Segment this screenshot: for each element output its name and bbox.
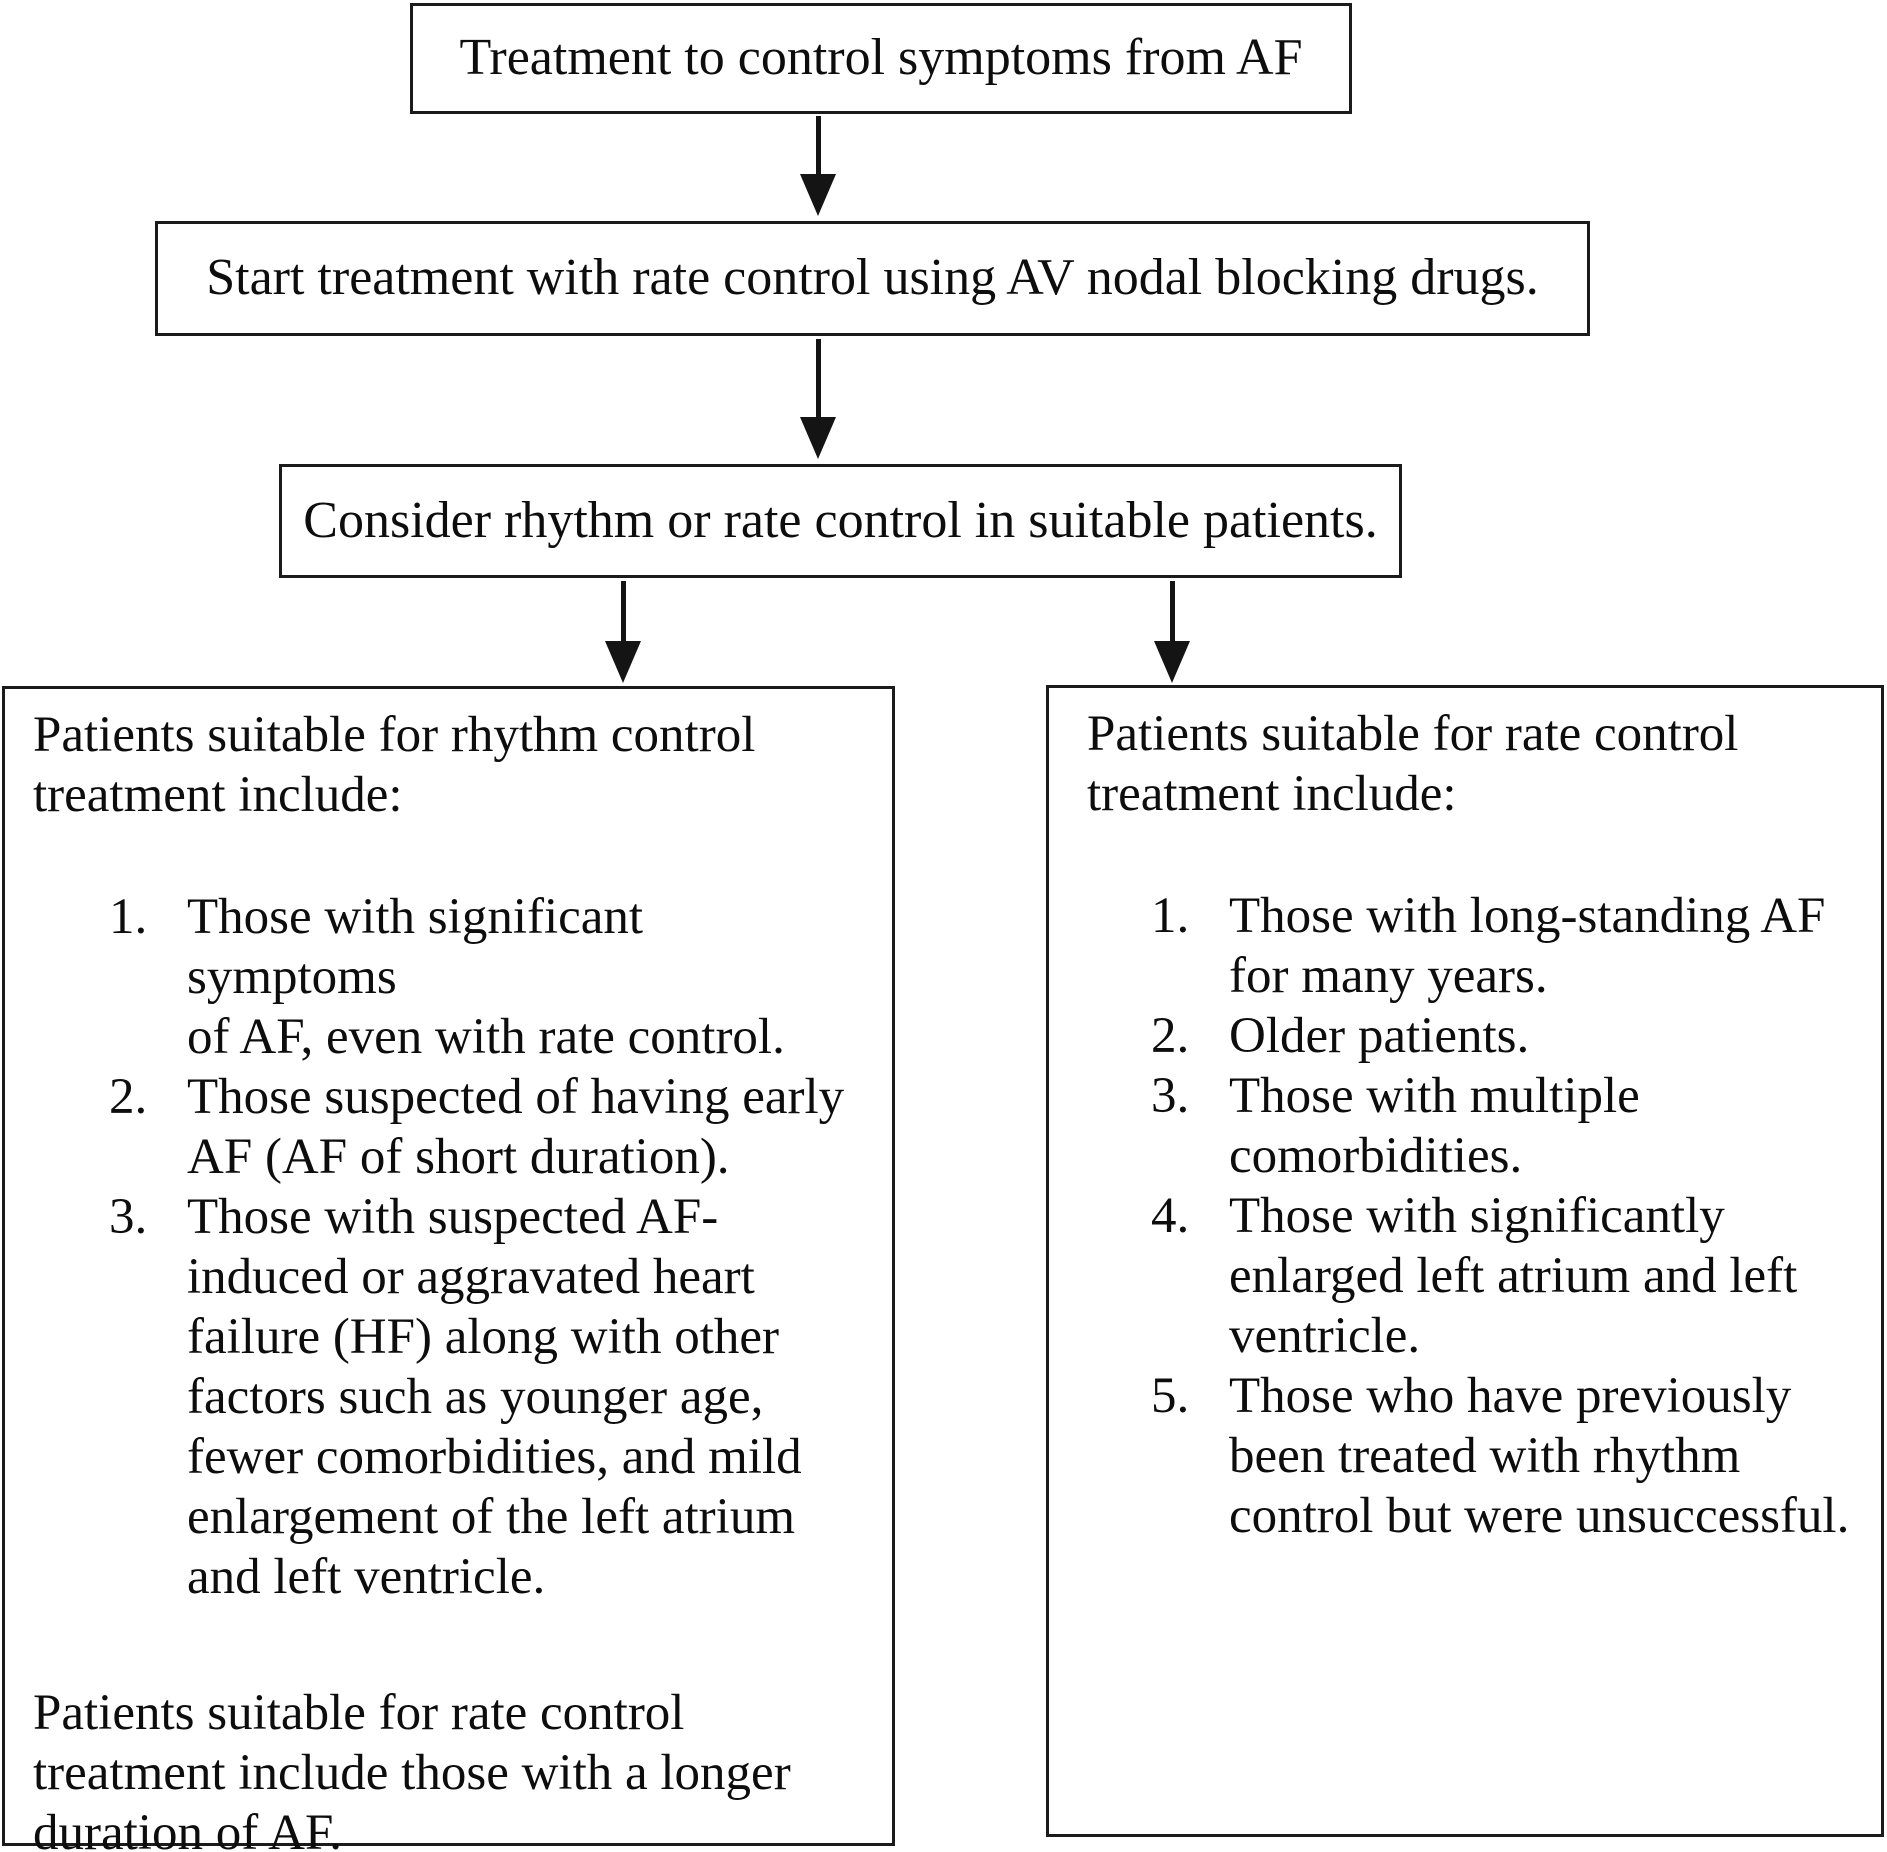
list-item-text: Those with suspected AF- induced or aggr…: [187, 1189, 802, 1605]
rhythm-control-box-heading: Patients suitable for rhythm control tre…: [33, 707, 756, 823]
arrow-down-icon: [800, 116, 836, 216]
list-item-number: 1.: [109, 889, 148, 945]
list-item: 3. Those with multiple comorbidities.: [1151, 1066, 1861, 1186]
arrow-shaft: [815, 339, 821, 417]
list-item: 1. Those with long-standing AF for many …: [1151, 886, 1861, 1006]
list-item-number: 3.: [1151, 1068, 1190, 1124]
list-item-number: 3.: [109, 1189, 148, 1245]
arrow-shaft: [620, 581, 626, 641]
rate-control-patients-box: Patients suitable for rate control treat…: [1046, 685, 1884, 1837]
list-item: 2. Those suspected of having early AF (A…: [109, 1067, 872, 1187]
arrow-shaft: [1169, 581, 1175, 641]
flow-step-consider-rhythm-or-rate: Consider rhythm or rate control in suita…: [279, 464, 1402, 578]
arrow-down-icon: [800, 339, 836, 459]
rhythm-control-patients-box: Patients suitable for rhythm control tre…: [2, 686, 895, 1852]
list-item-text: Older patients.: [1229, 1008, 1530, 1064]
list-item: 4. Those with significantly enlarged lef…: [1151, 1186, 1861, 1366]
arrow-head: [1154, 641, 1190, 683]
list-item-number: 2.: [109, 1069, 148, 1125]
list-item: 5. Those who have previously been treate…: [1151, 1366, 1861, 1546]
list-item-text: Those with significant symptoms of AF, e…: [187, 889, 785, 1065]
list-item-number: 4.: [1151, 1188, 1190, 1244]
arrow-down-icon: [605, 581, 641, 683]
flow-step-symptom-control-label: Treatment to control symptoms from AF: [459, 29, 1303, 87]
list-item-number: 1.: [1151, 888, 1190, 944]
list-item-text: Those who have previously been treated w…: [1229, 1368, 1850, 1544]
list-item: 1. Those with significant symptoms of AF…: [109, 887, 872, 1067]
flow-step-rate-control-start: Start treatment with rate control using …: [155, 221, 1590, 336]
rate-control-list: 1. Those with long-standing AF for many …: [1049, 886, 1861, 1546]
list-item-number: 2.: [1151, 1008, 1190, 1064]
rate-control-note: Patients suitable for rate control treat…: [33, 1685, 791, 1852]
list-item-text: Those with multiple comorbidities.: [1229, 1068, 1640, 1184]
list-item: 2. Older patients.: [1151, 1006, 1861, 1066]
list-item-text: Those with long-standing AF for many yea…: [1229, 888, 1826, 1004]
list-item-text: Those with significantly enlarged left a…: [1229, 1188, 1798, 1364]
rhythm-control-list: 1. Those with significant symptoms of AF…: [5, 887, 872, 1607]
arrow-head: [605, 641, 641, 683]
arrow-down-icon: [1154, 581, 1190, 683]
list-item-text: Those suspected of having early AF (AF o…: [187, 1069, 845, 1185]
flow-step-symptom-control: Treatment to control symptoms from AF: [410, 3, 1352, 114]
flow-step-rate-control-start-label: Start treatment with rate control using …: [206, 249, 1539, 307]
arrow-head: [800, 174, 836, 216]
list-item: 3. Those with suspected AF- induced or a…: [109, 1187, 872, 1607]
flow-step-consider-rhythm-or-rate-label: Consider rhythm or rate control in suita…: [303, 491, 1378, 549]
arrow-head: [800, 417, 836, 459]
arrow-shaft: [815, 116, 821, 174]
rate-control-box-heading: Patients suitable for rate control treat…: [1087, 706, 1739, 822]
list-item-number: 5.: [1151, 1368, 1190, 1424]
